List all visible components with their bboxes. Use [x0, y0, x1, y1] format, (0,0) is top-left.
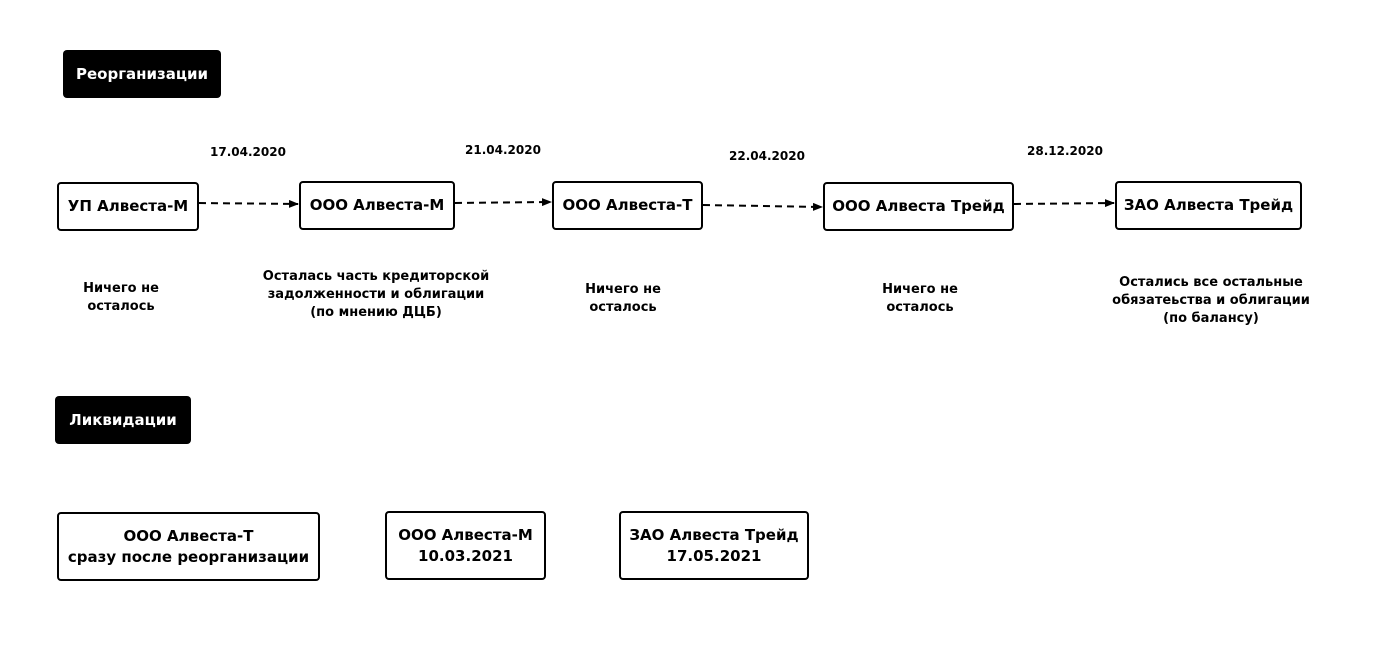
date-label-3: 22.04.2020 [729, 149, 805, 163]
liquidation-zao-alvesta-trade: ЗАО Алвеста Трейд 17.05.2021 [619, 511, 809, 580]
node-ooo-alvesta-m: ООО Алвеста-М [299, 181, 455, 230]
liquidation-date: 17.05.2021 [666, 546, 762, 565]
node-up-alvesta-m: УП Алвеста-М [57, 182, 199, 231]
arrow-2 [454, 198, 552, 207]
liquidation-name: ООО Алвеста-Т [123, 527, 254, 546]
arrow-4 [1013, 199, 1115, 208]
note-up-alvesta-m: Ничего не осталось [83, 281, 159, 314]
date-label-1: 17.04.2020 [210, 145, 286, 159]
node-zao-alvesta-trade: ЗАО Алвеста Трейд [1115, 181, 1302, 230]
liquidation-name: ООО Алвеста-М [398, 526, 533, 545]
node-ooo-alvesta-trade: ООО Алвеста Трейд [823, 182, 1014, 231]
liquidation-detail: сразу после реорганизации [67, 547, 310, 566]
date-label-4: 28.12.2020 [1027, 144, 1103, 158]
arrow-1 [198, 199, 299, 208]
note-ooo-alvesta-t: Ничего не осталось [585, 282, 661, 315]
note-zao-alvesta-trade: Остались все остальные обязатеьства и об… [1112, 275, 1310, 326]
note-ooo-alvesta-m: Осталась часть кредиторской задолженност… [262, 269, 490, 320]
liquidation-ooo-alvesta-t: ООО Алвеста-Т сразу после реорганизации [57, 512, 320, 581]
date-label-2: 21.04.2020 [465, 143, 541, 157]
liquidation-date: 10.03.2021 [418, 546, 513, 565]
liquidation-name: ЗАО Алвеста Трейд [629, 526, 799, 545]
liquidation-ooo-alvesta-m: ООО Алвеста-М 10.03.2021 [385, 511, 546, 580]
node-ooo-alvesta-t: ООО Алвеста-Т [552, 181, 703, 230]
note-ooo-alvesta-trade: Ничего не осталось [882, 282, 958, 315]
liquidations-label: Ликвидации [55, 396, 191, 444]
arrow-3 [702, 202, 823, 211]
reorganizations-label: Реорганизации [63, 50, 221, 98]
